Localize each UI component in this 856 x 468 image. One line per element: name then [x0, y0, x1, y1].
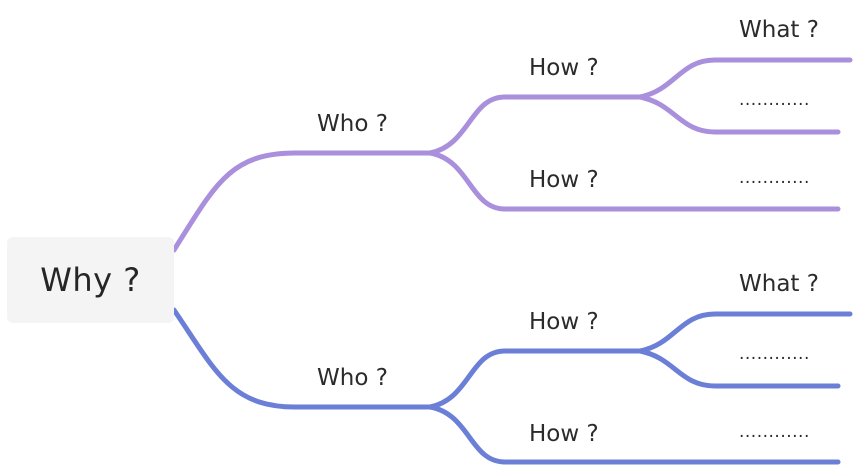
how-bottom-2-label[interactable]: How ?	[529, 421, 599, 447]
placeholder-bottom-2[interactable]: ............	[739, 422, 810, 442]
what-bottom-label[interactable]: What ?	[739, 271, 819, 297]
how1-bottom-to-dots-line	[637, 348, 841, 389]
bottom-branch-lines	[171, 307, 853, 465]
who-top-label[interactable]: Who ?	[317, 111, 388, 137]
how1-top-to-dots-line	[637, 94, 841, 135]
root-to-who-bottom-line	[171, 307, 433, 410]
how-top-2-label[interactable]: How ?	[529, 167, 599, 193]
who-top-to-how2-line	[427, 150, 841, 212]
placeholder-bottom-1[interactable]: ............	[739, 344, 810, 364]
what-top-label[interactable]: What ?	[739, 17, 819, 43]
top-branch-lines	[171, 57, 853, 253]
root-node[interactable]: Why ?	[7, 237, 174, 323]
how-top-1-label[interactable]: How ?	[529, 55, 599, 81]
who-bottom-label[interactable]: Who ?	[317, 365, 388, 391]
who-bottom-to-how2-line	[427, 404, 841, 465]
placeholder-top-2[interactable]: ............	[739, 168, 810, 188]
placeholder-top-1[interactable]: ............	[739, 90, 810, 110]
root-label: Why ?	[40, 261, 141, 299]
how1-bottom-to-what-line	[637, 311, 853, 354]
who-bottom-to-how1-line	[427, 348, 643, 410]
who-top-to-how1-line	[427, 94, 643, 156]
how-bottom-1-label[interactable]: How ?	[529, 309, 599, 335]
root-to-who-top-line	[171, 150, 433, 253]
how1-top-to-what-line	[637, 57, 853, 100]
